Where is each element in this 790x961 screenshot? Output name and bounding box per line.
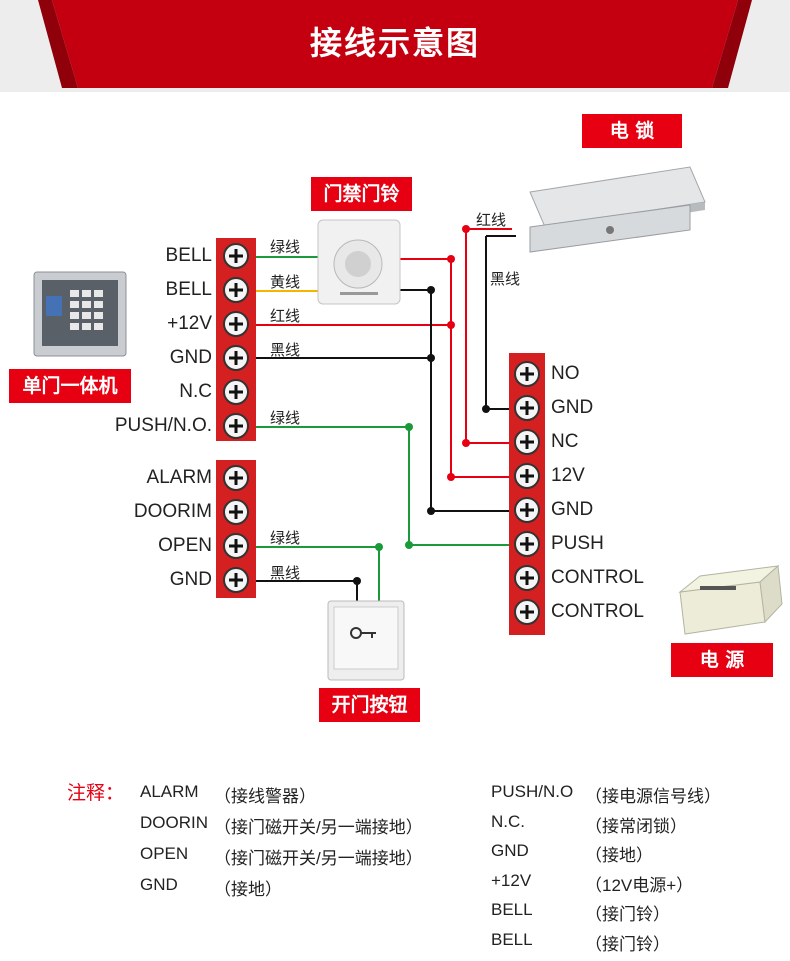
note-description: （接电源信号线） <box>585 787 721 806</box>
note-description: （接地） <box>214 880 282 899</box>
terminal-label: N.C <box>179 381 212 402</box>
power-supply-device <box>678 564 783 635</box>
terminal-screw <box>223 413 249 439</box>
note-term: PUSH/N.O <box>491 782 574 801</box>
junction-dot <box>427 354 435 362</box>
wire-label-open-gnd: 黑线 <box>270 564 301 582</box>
note-description: （接门磁开关/另一端接地） <box>214 849 423 868</box>
terminal-screw <box>514 395 540 421</box>
note-term: ALARM <box>140 782 199 801</box>
note-description: （接常闭锁） <box>585 816 687 836</box>
note-description: （接门铃） <box>585 934 670 954</box>
exit-button-device <box>327 600 405 681</box>
terminal-screw <box>223 379 249 405</box>
banner-shape <box>38 0 752 88</box>
magnetic-lock-device <box>529 166 706 253</box>
terminal-label: PUSH <box>551 533 604 554</box>
note-term: OPEN <box>140 844 189 863</box>
terminal-label: PUSH/N.O. <box>114 415 212 436</box>
title-banner: 接线示意图 <box>0 0 790 92</box>
junction-dot <box>405 541 413 549</box>
wire-label-lock-red: 红线 <box>476 211 507 229</box>
junction-dot <box>462 439 470 447</box>
note-term: N.C. <box>491 811 525 831</box>
terminal-label: OPEN <box>158 535 212 556</box>
terminal-screw <box>223 345 249 371</box>
note-description: （接门磁开关/另一端接地） <box>214 818 423 837</box>
wire-label-12v: 红线 <box>270 307 301 325</box>
exit-button-tag: 开门按钮 <box>319 688 420 722</box>
wire-label-gnd: 黑线 <box>270 341 301 359</box>
access-controller-device <box>33 271 127 357</box>
terminal-label: BELL <box>165 279 212 300</box>
terminal-screw <box>514 599 540 625</box>
terminal-screw <box>223 311 249 337</box>
note-term: GND <box>491 841 529 860</box>
wire-label-bell2: 黄线 <box>270 273 301 291</box>
note-description: （12V电源+） <box>585 875 694 895</box>
terminal-label: 12V <box>551 465 585 486</box>
terminal-screw <box>223 567 249 593</box>
terminal-label: CONTROL <box>551 601 644 622</box>
terminal-screw <box>223 243 249 269</box>
terminal-screw <box>223 533 249 559</box>
terminal-screw <box>514 463 540 489</box>
terminal-screw <box>514 361 540 387</box>
note-term: +12V <box>491 870 532 890</box>
terminal-label: NC <box>551 431 579 452</box>
terminal-screw <box>514 531 540 557</box>
terminal-label: NO <box>551 363 580 384</box>
doorbell-device <box>317 219 401 305</box>
power-tag: 电 源 <box>671 643 773 677</box>
note-term: BELL <box>491 900 533 919</box>
terminal-label: GND <box>169 569 212 590</box>
junction-dot <box>462 225 470 233</box>
terminal-label: DOORIM <box>133 501 212 522</box>
junction-dot <box>375 543 383 551</box>
note-description: （接地） <box>585 846 653 865</box>
terminal-label: +12V <box>167 313 212 334</box>
junction-dot <box>447 321 455 329</box>
doorbell-tag: 门禁门铃 <box>311 177 412 211</box>
junction-dot <box>447 473 455 481</box>
junction-dot <box>447 255 455 263</box>
notes-heading: 注释： <box>67 782 125 804</box>
terminal-label: ALARM <box>146 467 212 488</box>
terminal-label: GND <box>551 397 594 418</box>
terminal-screw <box>514 429 540 455</box>
note-description: （接线警器） <box>214 787 316 806</box>
left-terminal-block-top <box>216 238 256 441</box>
note-description: （接门铃） <box>585 905 670 924</box>
junction-dot <box>405 423 413 431</box>
terminal-label: GND <box>551 499 594 520</box>
junction-dot <box>353 577 361 585</box>
controller-tag: 单门一体机 <box>9 369 131 403</box>
junction-dot <box>427 286 435 294</box>
wire-label-open: 绿线 <box>270 529 301 547</box>
note-term: DOORIN <box>140 813 208 832</box>
terminal-label: GND <box>169 347 212 368</box>
note-term: GND <box>140 875 178 894</box>
terminal-screw <box>514 565 540 591</box>
terminal-screw <box>514 497 540 523</box>
wire-label-lock-black: 黑线 <box>490 270 521 288</box>
terminal-screw <box>223 465 249 491</box>
junction-dot <box>427 507 435 515</box>
wiring-diagram <box>33 166 783 681</box>
note-term: BELL <box>491 929 533 949</box>
junction-dot <box>482 405 490 413</box>
terminal-screw <box>223 499 249 525</box>
page-title: 接线示意图 <box>309 24 480 62</box>
terminal-label: BELL <box>165 245 212 266</box>
terminal-label: CONTROL <box>551 567 644 588</box>
wire-label-push: 绿线 <box>270 409 301 427</box>
wire-label-bell1: 绿线 <box>270 238 301 256</box>
lock-tag: 电 锁 <box>582 114 682 148</box>
terminal-screw <box>223 277 249 303</box>
